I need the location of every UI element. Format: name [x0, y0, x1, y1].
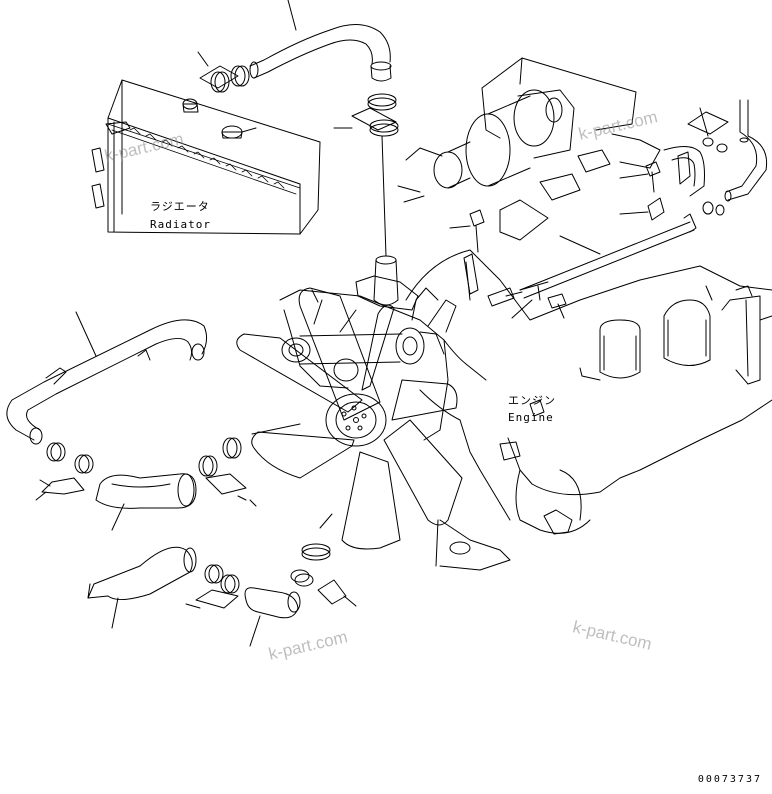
dipstick-tube — [511, 213, 697, 319]
engine-label-en: Engine — [508, 411, 554, 424]
air-cleaner-assembly — [397, 57, 661, 241]
radiator-label-jp: ラジエータ — [150, 200, 210, 213]
cooling-fan — [236, 287, 463, 550]
engine-label-jp: エンジン — [508, 394, 556, 407]
upper-hose — [249, 0, 392, 82]
bent-hose-middle — [95, 473, 197, 531]
lower-hose-clamps-left — [35, 442, 94, 501]
radiator-label-en: Radiator — [150, 218, 211, 231]
bolts-brackets — [449, 161, 665, 319]
upper-hose-clamps — [197, 51, 399, 137]
radiator — [91, 79, 321, 235]
lower-hose-long — [6, 311, 208, 445]
outlet-leader-line — [381, 135, 387, 257]
middle-clamps — [198, 437, 257, 507]
engine-block — [405, 249, 772, 571]
lower-clamps-bottom — [185, 513, 357, 609]
part-number: 00073737 — [697, 774, 762, 785]
lower-hose-bottom-right — [244, 587, 301, 647]
water-outlet — [355, 255, 419, 311]
fan-drive — [279, 289, 487, 441]
fan-leader-line — [251, 423, 301, 435]
lower-hose-bottom-left — [87, 546, 197, 629]
small-hose-right — [663, 99, 768, 216]
